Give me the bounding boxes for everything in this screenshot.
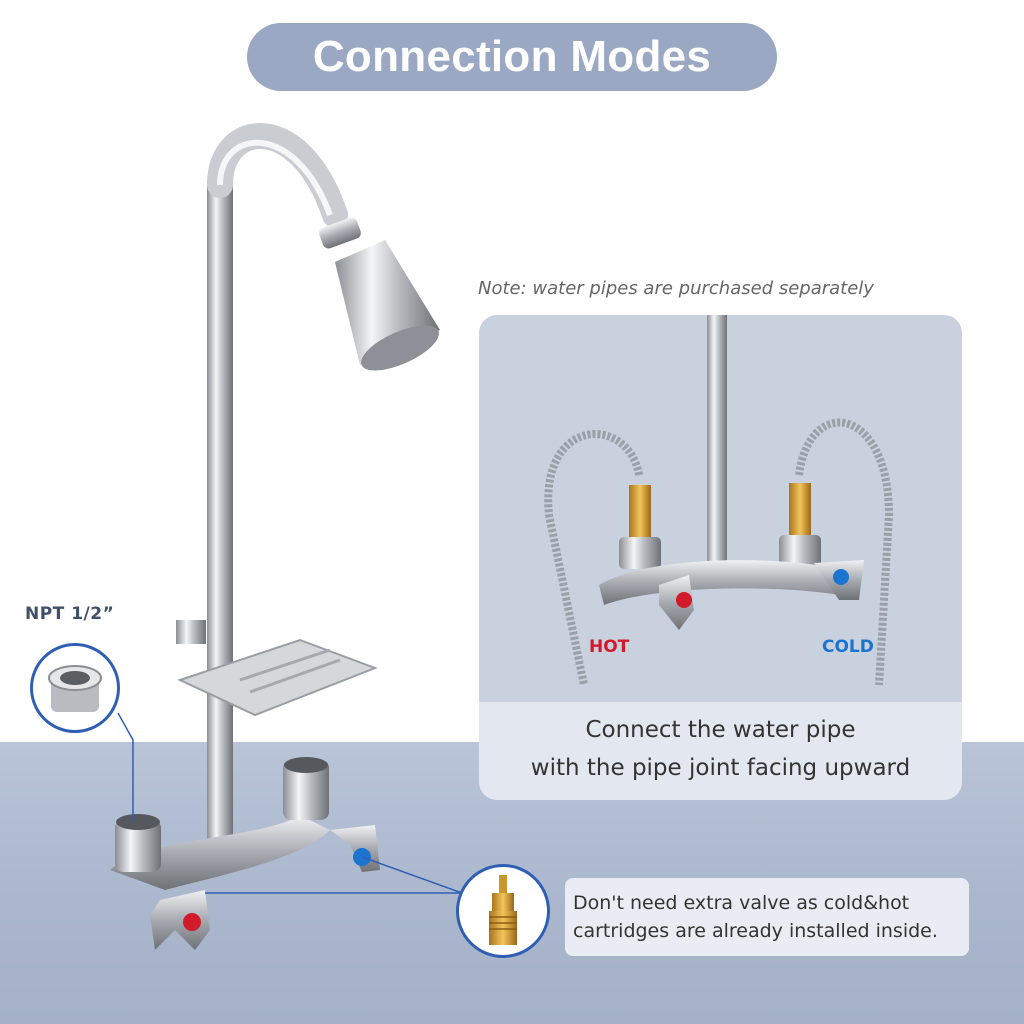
caption-line-1: Connect the water pipe xyxy=(585,717,856,743)
info-line-1: Don't need extra valve as cold&hot xyxy=(573,892,910,914)
npt-size-label: NPT 1/2” xyxy=(25,604,115,624)
brass-cartridge-image xyxy=(489,875,517,945)
caption-line-2: with the pipe joint facing upward xyxy=(530,755,911,781)
pipes-note: Note: water pipes are purchased separate… xyxy=(478,278,874,299)
npt-fitting-image xyxy=(48,665,102,712)
info-line-2: cartridges are already installed inside. xyxy=(573,920,938,942)
connection-photo-panel: HOT COLD Connect the water pipe with the… xyxy=(479,315,962,800)
title-banner: Connection Modes xyxy=(247,23,777,91)
hot-label: HOT xyxy=(589,637,630,657)
page-title: Connection Modes xyxy=(312,32,712,81)
hose-connection-illustration xyxy=(544,315,894,686)
cartridge-info-box: Don't need extra valve as cold&hot cartr… xyxy=(565,878,969,956)
panel-caption: Connect the water pipe with the pipe joi… xyxy=(479,702,962,800)
cartridge-zoom xyxy=(456,864,550,958)
cold-label: COLD xyxy=(822,637,874,657)
npt-fitting-zoom xyxy=(30,643,120,733)
